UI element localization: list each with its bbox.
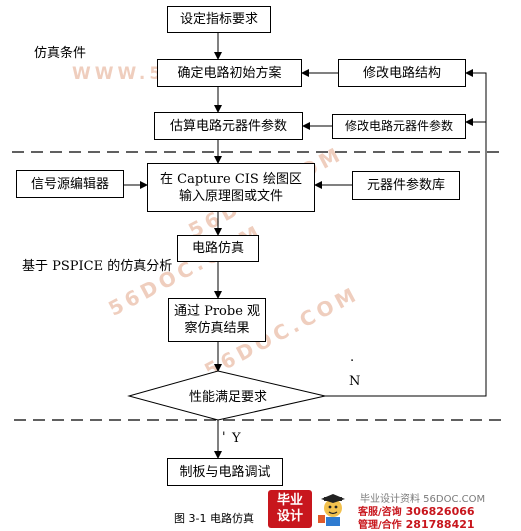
no-mark: . <box>350 350 355 365</box>
site-promo-text: 毕业设计资料 56DOC.COM <box>360 494 486 505</box>
logo-line1: 毕业 <box>276 493 303 508</box>
modify-structure-box: 修改电路结构 <box>338 59 466 87</box>
board-debug-box: 制板与电路调试 <box>167 458 283 486</box>
estimate-params-label: 估算电路元器件参数 <box>169 118 287 134</box>
modify-structure-label: 修改电路结构 <box>362 65 441 81</box>
estimate-params-box: 估算电路元器件参数 <box>154 112 303 140</box>
manage-number: 281788421 <box>405 518 475 531</box>
signal-editor-label: 信号源编辑器 <box>30 176 109 192</box>
manage-label: 管理/合作 <box>358 520 402 531</box>
pspice-analysis-label: 基于 PSPICE 的仿真分析 <box>22 259 173 274</box>
site-logo: 毕业 设计 <box>268 490 312 528</box>
set-requirements-box: 设定指标要求 <box>167 6 271 33</box>
service-number: 306826066 <box>405 505 475 518</box>
probe-label-line2: 察仿真结果 <box>184 321 250 336</box>
probe-results-box: 通过 Probe 观 察仿真结果 <box>168 298 266 342</box>
signal-editor-box: 信号源编辑器 <box>16 170 124 198</box>
modify-params-label: 修改电路元器件参数 <box>344 119 453 133</box>
set-requirements-label: 设定指标要求 <box>179 12 258 27</box>
capture-cis-label-line2: 输入原理图或文件 <box>178 188 283 204</box>
sim-conditions-label: 仿真条件 <box>34 46 87 61</box>
simulation-box: 电路仿真 <box>177 235 259 262</box>
modify-params-box: 修改电路元器件参数 <box>332 114 466 139</box>
logo-line2: 设计 <box>276 509 303 524</box>
simulation-label: 电路仿真 <box>191 241 244 256</box>
decision-diamond <box>127 370 326 421</box>
probe-label-line1: 通过 Probe 观 <box>173 304 261 319</box>
initial-scheme-box: 确定电路初始方案 <box>157 59 302 87</box>
no-branch-label: N <box>349 374 361 389</box>
component-library-label: 元器件参数库 <box>366 178 445 193</box>
graduate-mascot-icon <box>318 494 345 526</box>
decision-label: 性能满足要求 <box>188 389 267 405</box>
service-label: 客服/咨询 <box>358 507 402 518</box>
figure-caption: 图 3-1 电路仿真 <box>174 512 254 525</box>
capture-cis-box: 在 Capture CIS 绘图区 输入原理图或文件 <box>147 163 315 212</box>
capture-cis-label-line1: 在 Capture CIS 绘图区 <box>160 171 302 187</box>
yes-mark: ' <box>222 430 226 445</box>
board-debug-label: 制板与电路调试 <box>179 464 271 480</box>
yes-branch-label: Y <box>232 431 241 446</box>
initial-scheme-label: 确定电路初始方案 <box>177 65 282 81</box>
component-library-box: 元器件参数库 <box>352 171 460 200</box>
